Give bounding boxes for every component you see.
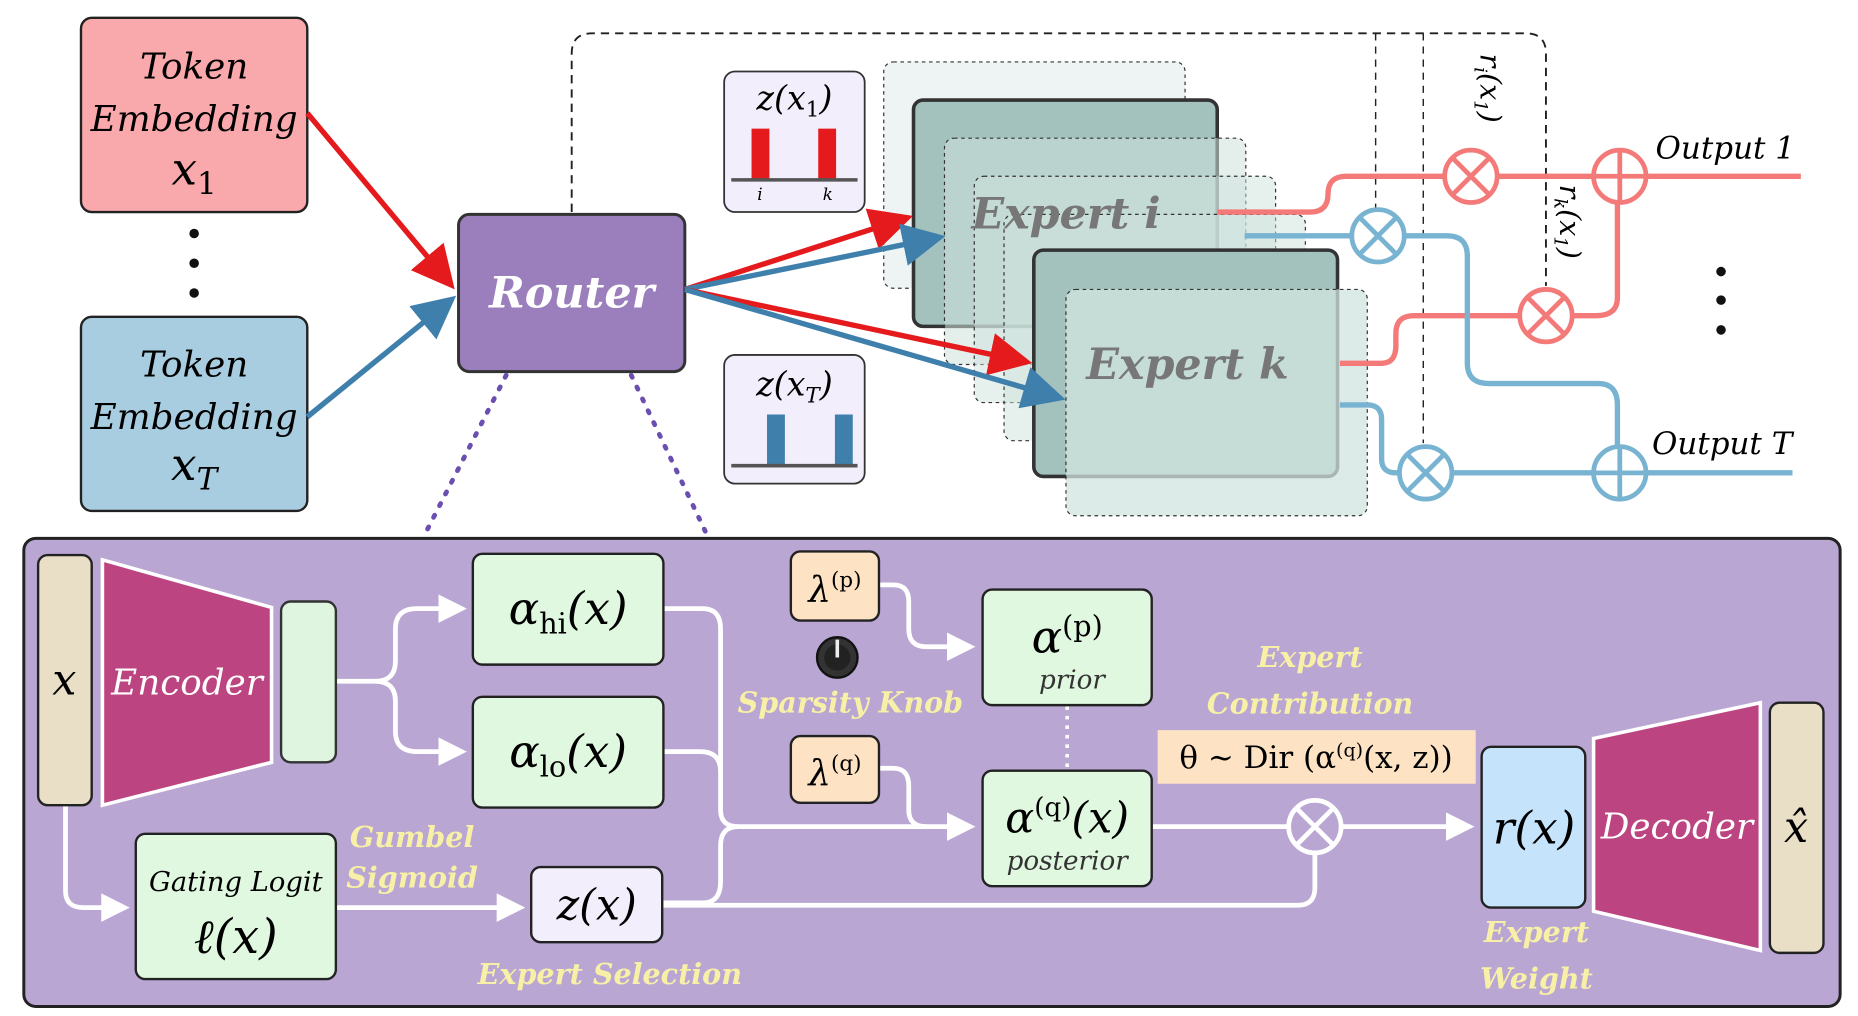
- input-x-label: x: [52, 655, 76, 705]
- multiply-icon: [1517, 287, 1575, 345]
- tick-label: i: [757, 185, 762, 204]
- multiply-icon: [1349, 207, 1407, 265]
- token-var: xT: [171, 438, 220, 498]
- output-1-label: Output 1: [1656, 130, 1795, 166]
- weight-label-k: rk(x1): [1549, 185, 1587, 259]
- weight-label-i: ri(x1): [1469, 54, 1507, 123]
- encoder-label: Encoder: [110, 662, 265, 703]
- gate-chart-x1: z(x1) i k: [723, 70, 866, 213]
- svg-text:α(p): α(p): [1032, 609, 1103, 664]
- token-label: Token: [140, 344, 248, 385]
- input-x: x: [36, 553, 93, 807]
- svg-text:α(q)(x): α(q)(x): [1005, 793, 1129, 844]
- router-to-expert-k-blue: [684, 286, 1066, 409]
- gate-label: z(x1): [755, 79, 832, 123]
- expert-weight-label: Expert: [1483, 915, 1589, 949]
- svg-text:αlo(x): αlo(x): [509, 725, 627, 784]
- zoom-line: [420, 372, 509, 541]
- svg-text:Decoder: Decoder: [1600, 807, 1755, 848]
- multiply-icon: [1286, 798, 1344, 856]
- alpha-lo-box: αlo(x): [471, 695, 665, 809]
- router-detail-panel: x Encoder αhi(x) αlo(x) λ(p) λ(q) Sparsi…: [22, 536, 1842, 1008]
- output-xhat: x̂: [1768, 701, 1825, 955]
- svg-text:x̂: x̂: [1784, 803, 1808, 853]
- gate-label: z(xT): [755, 364, 833, 408]
- encoder: Encoder: [100, 557, 274, 808]
- sparsity-knob-icon[interactable]: [815, 636, 859, 679]
- expert-i-label: Expert i: [970, 190, 1160, 240]
- tokenT-to-router-arrow: [305, 295, 457, 419]
- multiply-icon: [1442, 147, 1500, 205]
- ellipsis-dots: [189, 228, 199, 298]
- gumbel-sigmoid-label: Sigmoid: [346, 860, 478, 894]
- router-dashed-path: [570, 32, 1547, 286]
- alpha-hi-box: αhi(x): [471, 552, 665, 666]
- token-embedding-1: Token Embedding x1: [79, 16, 309, 214]
- svg-text:z(x): z(x): [556, 881, 637, 931]
- token-label: Token: [140, 47, 248, 88]
- token-embedding-T: Token Embedding xT: [79, 315, 309, 513]
- sparsity-knob-label: Sparsity Knob: [738, 685, 964, 719]
- svg-text:λ(p): λ(p): [806, 568, 861, 610]
- svg-text:ℓ(x): ℓ(x): [194, 910, 278, 965]
- lambda-p-box: λ(p): [789, 550, 881, 622]
- zoom-line: [628, 372, 712, 541]
- expert-contribution-label: Contribution: [1207, 686, 1413, 720]
- token1-to-router-arrow: [305, 111, 455, 290]
- ellipsis-dots: [1716, 266, 1726, 335]
- lambda-q-box: λ(q): [789, 734, 881, 804]
- gate-chart-xT: z(xT): [723, 354, 866, 485]
- gating-logit-box: Gating Logit ℓ(x): [134, 832, 338, 981]
- expert-k-label: Expert k: [1085, 340, 1288, 390]
- expert-k-stack: Expert k: [1032, 248, 1368, 517]
- alpha-posterior-box: α(q)(x) posterior: [981, 769, 1153, 888]
- svg-text:Gating Logit: Gating Logit: [149, 867, 324, 898]
- svg-text:θ ~ Dir (α(q)(x, z)): θ ~ Dir (α(q)(x, z)): [1179, 739, 1452, 776]
- decoder: Decoder: [1591, 700, 1763, 953]
- svg-text:prior: prior: [1039, 665, 1106, 695]
- token-var: x1: [172, 143, 217, 203]
- router-label: Router: [488, 268, 657, 318]
- expert-weight-label: Weight: [1480, 962, 1593, 996]
- gate-bar-k: [818, 128, 837, 179]
- multiply-icon: [1397, 444, 1455, 502]
- router-to-expert-i-blue: [684, 223, 946, 293]
- svg-text:λ(q): λ(q): [806, 752, 861, 794]
- theta-formula: θ ~ Dir (α(q)(x, z)): [1157, 730, 1476, 784]
- token-label: Embedding: [90, 397, 298, 438]
- expert-weight-box: r(x): [1480, 745, 1587, 909]
- gumbel-sigmoid-label: Gumbel: [350, 820, 475, 854]
- gate-bar-i: [767, 414, 785, 465]
- router-to-expert-i-red: [684, 208, 913, 292]
- alpha-prior-box: α(p) prior: [981, 588, 1153, 707]
- add-icon: [1591, 147, 1649, 205]
- gate-bar-k: [834, 414, 853, 465]
- expert-selection-box: z(x): [530, 865, 664, 944]
- token-label: Embedding: [90, 99, 298, 140]
- svg-text:r(x): r(x): [1493, 801, 1575, 854]
- svg-text:posterior: posterior: [1007, 846, 1130, 876]
- add-icon: [1591, 444, 1649, 502]
- router: Router: [457, 212, 687, 374]
- combine-nodes: [1349, 147, 1649, 502]
- router-to-expert-k-red: [684, 286, 1033, 376]
- tick-label: k: [823, 185, 833, 204]
- svg-text:αhi(x): αhi(x): [509, 582, 628, 641]
- gate-bar-i: [751, 128, 770, 179]
- output-T-label: Output T: [1652, 426, 1795, 462]
- expert-contribution-label: Expert: [1257, 640, 1363, 674]
- expert-selection-label: Expert Selection: [477, 957, 742, 991]
- output-wires: [1217, 173, 1801, 476]
- latent-vector: [279, 600, 338, 764]
